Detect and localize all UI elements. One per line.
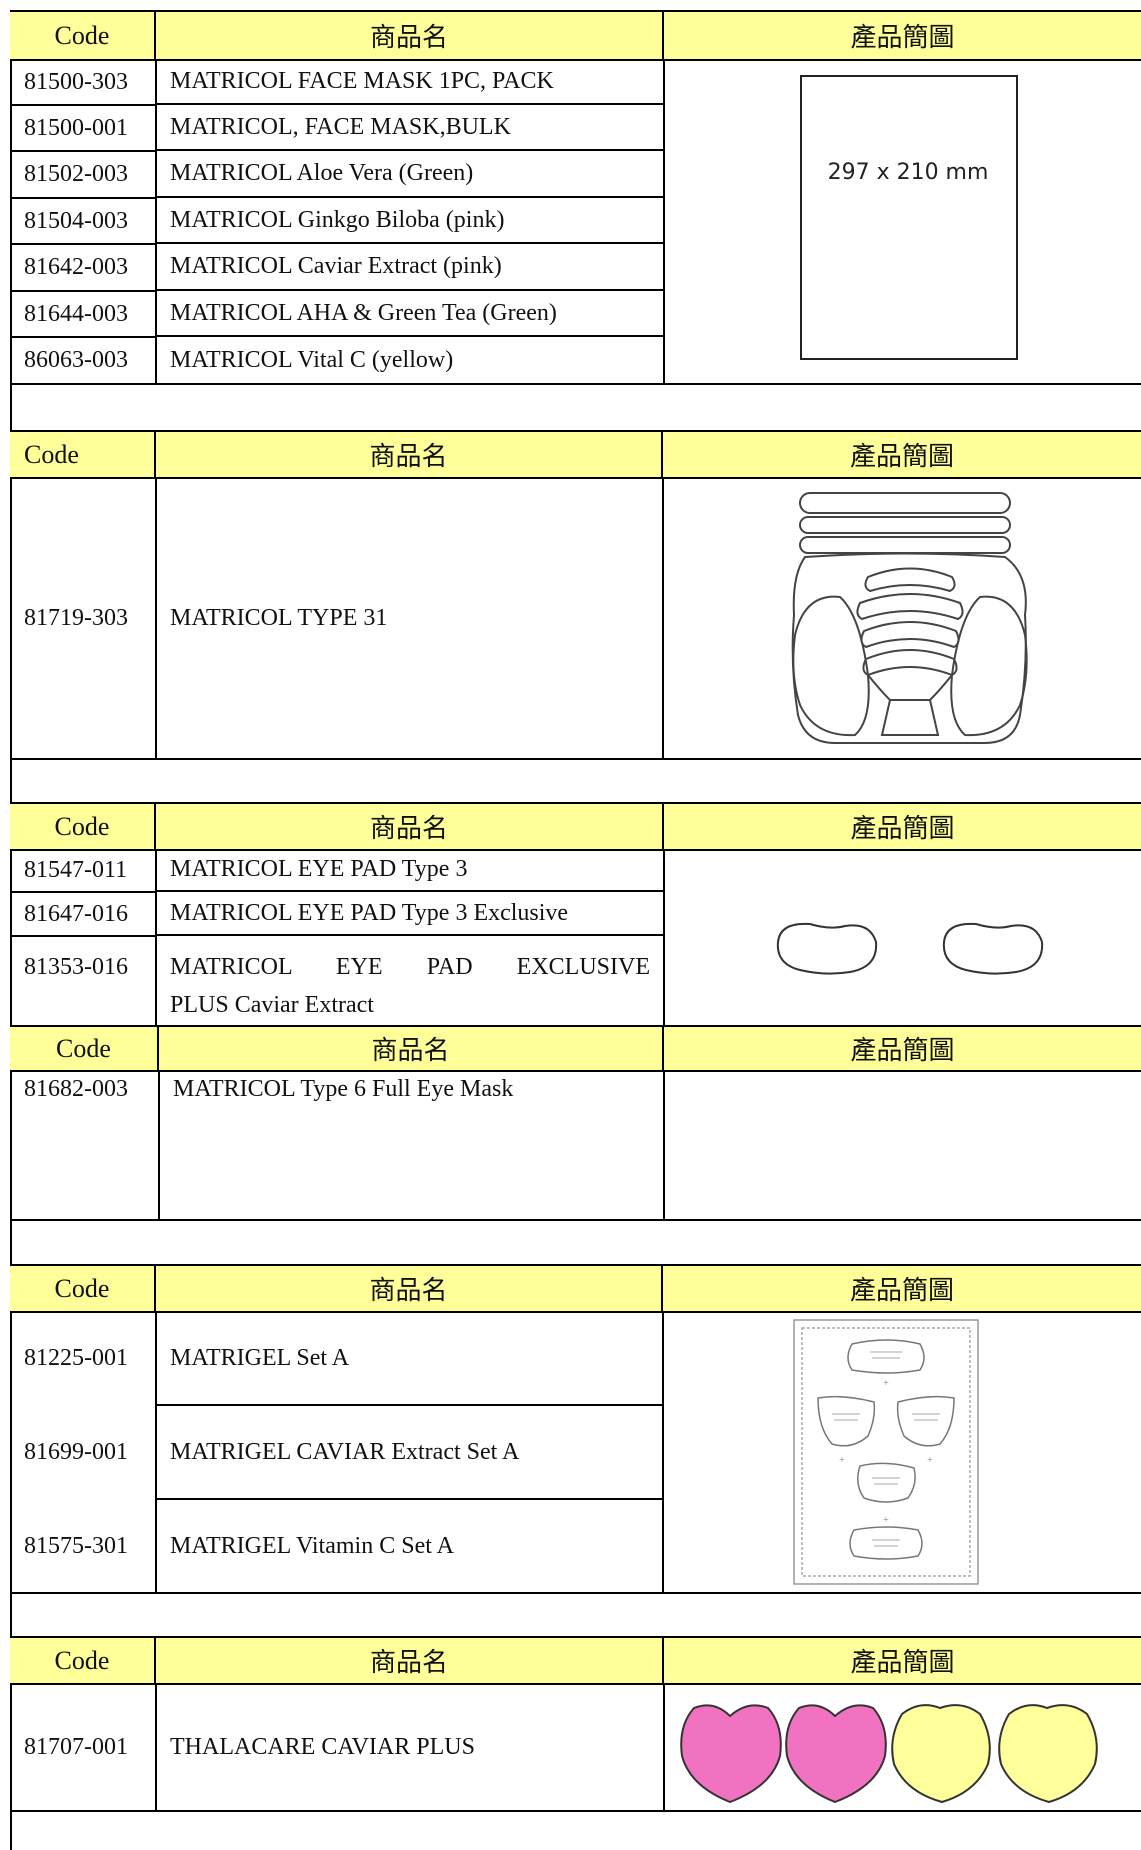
table-row: 81502-003 MATRICOL Aloe Vera (Green) [10, 151, 1141, 198]
sheet-size-label: 297 x 210 mm [828, 160, 989, 185]
product-code: 81575-301 [24, 1532, 128, 1559]
header-name: 商品名 [159, 1027, 664, 1070]
table-header: Code 商品名 產品簡圖 [10, 12, 1141, 61]
table-header: Code 商品名 產品簡圖 [10, 1266, 1141, 1313]
header-name: 商品名 [156, 804, 664, 849]
header-code: Code [10, 804, 156, 849]
product-name-line1: MATRICOL EYE PAD EXCLUSIVE [170, 954, 650, 980]
table-row: 86063-003 MATRICOL Vital C (yellow) [10, 337, 1141, 383]
table-row: 81353-016 MATRICOL EYE PAD EXCLUSIVE PLU… [10, 936, 1141, 1025]
header-code: Code [10, 432, 156, 477]
table-header: Code 商品名 產品簡圖 [10, 1638, 1141, 1685]
product-code: 81699-001 [24, 1438, 128, 1465]
product-name: MATRIGEL Vitamin C Set A [170, 1532, 454, 1559]
product-code: 81225-001 [24, 1344, 128, 1371]
header-image: 產品簡圖 [850, 23, 955, 52]
product-name: MATRICOL Type 6 Full Eye Mask [173, 1076, 514, 1102]
table-row: 81644-003 MATRICOL AHA & Green Tea (Gree… [10, 291, 1141, 337]
product-name: MATRICOL Caviar Extract (pink) [156, 244, 664, 291]
product-code: 81682-003 [24, 1076, 128, 1102]
product-name: MATRIGEL Set A [170, 1344, 350, 1371]
product-code: 81502-003 [24, 161, 128, 187]
svg-text:+: + [883, 1515, 889, 1526]
table-header: Code 商品名 產品簡圖 [10, 432, 1141, 479]
product-name: MATRIGEL CAVIAR Extract Set A [170, 1438, 520, 1465]
product-name: MATRICOL EYE PAD Type 3 Exclusive [156, 892, 664, 936]
product-name: THALACARE CAVIAR PLUS [170, 1733, 475, 1760]
table-row: 81575-301 MATRIGEL Vitamin C Set A [10, 1499, 1141, 1593]
header-name: 商品名 [156, 432, 663, 477]
header-name: 商品名 [156, 12, 664, 59]
svg-text:+: + [927, 1455, 933, 1466]
header-image: 產品簡圖 [850, 814, 955, 843]
table-row: 81719-303 MATRICOL TYPE 31 [10, 477, 1141, 759]
caviar-pad-set-icon [680, 1704, 1098, 1804]
header-code: Code [10, 1638, 156, 1683]
product-name: MATRICOL EYE PAD EXCLUSIVE PLUS Caviar E… [156, 936, 664, 1025]
product-name: MATRICOL Vital C (yellow) [170, 346, 454, 373]
table-row: 81647-016 MATRICOL EYE PAD Type 3 Exclus… [10, 892, 1141, 936]
product-name: MATRICOL EYE PAD Type 3 [156, 849, 664, 892]
product-name: MATRICOL TYPE 31 [170, 604, 388, 631]
product-name: MATRICOL AHA & Green Tea (Green) [156, 291, 664, 337]
product-code: 81647-016 [24, 900, 128, 927]
gel-set-sheet-icon: + + + + [793, 1319, 979, 1585]
product-code: 81353-016 [10, 936, 156, 1025]
table-row: 81699-001 MATRIGEL CAVIAR Extract Set A [10, 1405, 1141, 1499]
product-code: 81719-303 [24, 604, 128, 631]
product-code: 81644-003 [24, 300, 128, 327]
face-mask-sheet-icon: 297 x 210 mm [800, 75, 1018, 360]
header-image: 產品簡圖 [849, 442, 954, 471]
svg-text:+: + [839, 1455, 845, 1466]
header-image: 產品簡圖 [850, 1036, 955, 1065]
product-name: MATRICOL, FACE MASK,BULK [156, 105, 664, 151]
product-name: MATRICOL Aloe Vera (Green) [156, 151, 664, 198]
product-code: 81500-001 [24, 114, 128, 141]
table-row: 81682-003 MATRICOL Type 6 Full Eye Mask [10, 1070, 1141, 1220]
table-row: 81707-001 THALACARE CAVIAR PLUS [10, 1683, 1141, 1811]
table-row: 81500-001 MATRICOL, FACE MASK,BULK [10, 105, 1141, 151]
page-frame [10, 10, 1141, 1850]
product-name: MATRICOL Ginkgo Biloba (pink) [156, 198, 664, 244]
table-header: Code 商品名 產品簡圖 [10, 804, 1141, 851]
table-row: 81225-001 MATRIGEL Set A [10, 1311, 1141, 1405]
product-code-text: 81353-016 [24, 954, 128, 980]
eye-pad-pair-icon [776, 922, 1044, 975]
product-code: 81707-001 [24, 1733, 128, 1760]
header-name: 商品名 [156, 1638, 664, 1683]
table-row: 81500-303 MATRICOL FACE MASK 1PC, PACK [10, 59, 1141, 105]
product-name-line2: PLUS Caviar Extract [170, 992, 374, 1018]
header-name: 商品名 [156, 1266, 663, 1311]
svg-text:+: + [883, 1378, 889, 1389]
table-row: 81504-003 MATRICOL Ginkgo Biloba (pink) [10, 198, 1141, 244]
product-code: 81500-303 [24, 68, 128, 95]
type31-mask-icon [791, 492, 1028, 744]
table-row: 81642-003 MATRICOL Caviar Extract (pink) [10, 244, 1141, 291]
header-code: Code [10, 1266, 156, 1311]
header-code: Code [10, 12, 156, 59]
product-code: 81504-003 [24, 207, 128, 234]
product-name: MATRICOL FACE MASK 1PC, PACK [156, 59, 664, 105]
header-image: 產品簡圖 [850, 1648, 955, 1677]
table-header: Code 商品名 產品簡圖 [10, 1027, 1141, 1072]
header-image: 產品簡圖 [849, 1276, 954, 1305]
product-code: 81547-011 [24, 857, 128, 883]
table-row: 81547-011 MATRICOL EYE PAD Type 3 [10, 849, 1141, 892]
product-code: 86063-003 [24, 346, 128, 373]
header-code: Code [10, 1027, 159, 1070]
product-code: 81642-003 [24, 254, 128, 280]
